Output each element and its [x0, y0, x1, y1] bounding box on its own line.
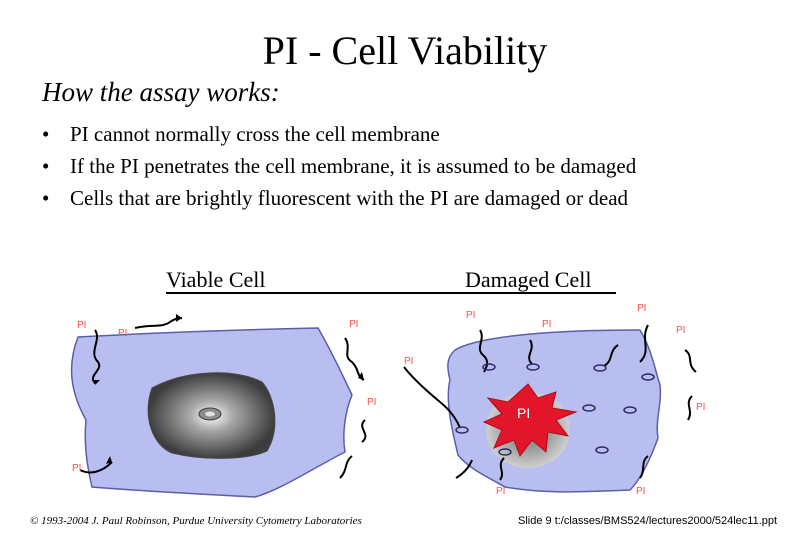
pi-molecules [455, 363, 655, 456]
pi-label: PI [496, 486, 505, 497]
cell-diagram: PI PI PI PI PI PI PI PI PI PI PI PI PI P… [70, 303, 705, 498]
nucleolus-highlight [205, 411, 215, 417]
label-underline [166, 292, 616, 294]
pi-center-label: PI [517, 405, 530, 421]
pi-label: PI [637, 303, 646, 314]
pi-label: PI [466, 310, 475, 321]
damaged-pi-squiggles [403, 324, 697, 481]
pi-label: PI [404, 356, 413, 367]
slide-footer: Slide 9 t:/classes/BMS524/lectures2000/5… [518, 515, 778, 527]
pi-label: PI [72, 463, 81, 474]
damaged-cell-label: Damaged Cell [465, 267, 592, 292]
pi-burst [482, 383, 578, 458]
viable-cell-label: Viable Cell [166, 267, 266, 292]
copyright-footer: © 1993-2004 J. Paul Robinson, Purdue Uni… [30, 515, 362, 527]
pi-label: PI [696, 402, 705, 413]
bullet-item: If the PI penetrates the cell membrane, … [42, 150, 636, 182]
viable-pi-arrowheads [92, 314, 364, 464]
pi-label: PI [676, 325, 685, 336]
slide-title: PI - Cell Viability [262, 28, 548, 73]
pi-label: PI [367, 397, 376, 408]
pi-label: PI [349, 319, 358, 330]
bullet-item: PI cannot normally cross the cell membra… [42, 118, 636, 150]
pi-label: PI [118, 328, 127, 339]
pi-label: PI [636, 486, 645, 497]
pi-label: PI [77, 320, 86, 331]
slide-subtitle: How the assay works: [42, 77, 280, 107]
bullet-item: Cells that are brightly fluorescent with… [42, 182, 636, 214]
bullet-list: PI cannot normally cross the cell membra… [42, 118, 636, 214]
pi-label: PI [542, 319, 551, 330]
